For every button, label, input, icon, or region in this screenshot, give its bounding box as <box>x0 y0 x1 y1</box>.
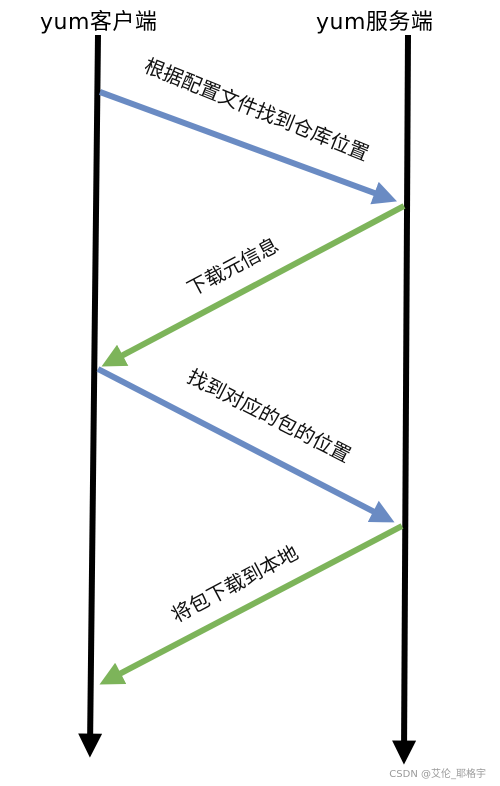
message-arrow-3 <box>96 366 395 523</box>
client-lifeline-title: yum客户端 <box>40 10 158 35</box>
server-lifeline-title: yum服务端 <box>316 10 434 35</box>
message-arrow-1 <box>98 89 398 205</box>
message-arrow-2 <box>101 203 406 367</box>
server-lifeline <box>392 34 417 765</box>
client-lifeline <box>78 34 103 758</box>
message-label-3: 找到对应的包的位置 <box>184 364 355 467</box>
watermark: CSDN @艾伦_耶格宇 <box>389 769 486 780</box>
message-arrow-4 <box>99 523 404 685</box>
message-label-2: 下载元信息 <box>183 233 283 301</box>
